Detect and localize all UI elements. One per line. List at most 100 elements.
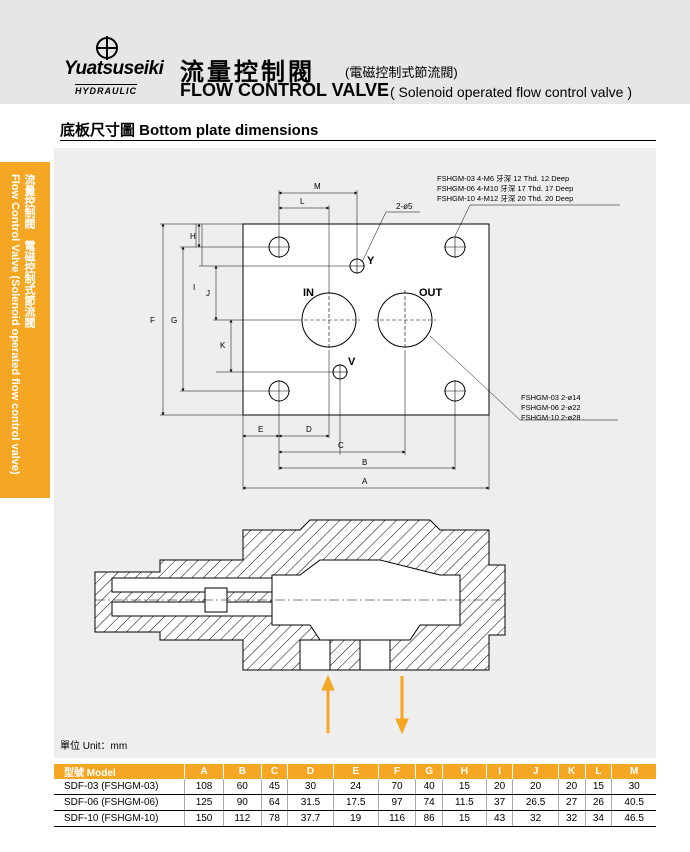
table-cell-H: 15: [442, 810, 487, 827]
table-cell-F: 70: [378, 779, 417, 795]
table-cell-I: 43: [486, 810, 514, 827]
column-header-model: 型號 Model: [54, 764, 185, 779]
table-cell-model: SDF-03 (FSHGM-03): [54, 779, 185, 795]
table-cell-H: 11.5: [442, 794, 487, 811]
header-band: [0, 0, 690, 104]
dim-H: H: [190, 232, 196, 241]
flow-arrows: [321, 674, 409, 735]
table-cell-K: 32: [558, 810, 586, 827]
table-cell-model: SDF-10 (FSHGM-10): [54, 810, 185, 827]
column-header-H: H: [442, 764, 487, 779]
table-cell-B: 90: [223, 794, 262, 811]
table-cell-J: 32: [512, 810, 559, 827]
dim-L: L: [300, 197, 305, 206]
dim-E: E: [258, 425, 263, 434]
pin-note: 2-ø5: [396, 202, 413, 211]
port-label-out: OUT: [419, 287, 443, 299]
dim-B: B: [362, 458, 367, 467]
table-cell-A: 125: [184, 794, 225, 811]
table-cell-L: 26: [585, 794, 613, 811]
table-cell-E: 19: [333, 810, 379, 827]
column-header-I: I: [486, 764, 514, 779]
dim-C: C: [338, 441, 344, 450]
table-cell-M: 46.5: [611, 810, 656, 827]
side-tab-zh: 流量控制閥 電磁控制式節流閥: [23, 174, 35, 328]
column-header-G: G: [415, 764, 444, 779]
brand-logo-icon: [96, 36, 118, 60]
table-cell-model: SDF-06 (FSHGM-06): [54, 794, 185, 811]
table-cell-F: 116: [378, 810, 417, 827]
title-zh-sub: (電磁控制式節流閥): [345, 65, 458, 80]
table-cell-E: 24: [333, 779, 379, 795]
table-cell-M: 40.5: [611, 794, 656, 811]
section-title: 底板尺寸圖 Bottom plate dimensions: [60, 122, 319, 139]
table-cell-C: 45: [261, 779, 289, 795]
table-cell-A: 150: [184, 810, 225, 827]
port-note-1: FSHGM-03 2-ø14: [521, 393, 581, 402]
title-en-sub: ( Solenoid operated flow control valve ): [390, 84, 633, 100]
column-header-M: M: [611, 764, 656, 779]
title-zh: 流量控制閥: [180, 59, 315, 86]
table-cell-A: 108: [184, 779, 225, 795]
port-label-Y: Y: [367, 255, 375, 267]
table-cell-M: 30: [611, 779, 656, 795]
table-cell-I: 37: [486, 794, 514, 811]
table-cell-L: 15: [585, 779, 613, 795]
brand-sub: HYDRAULIC: [75, 84, 137, 96]
thread-note-2: FSHGM-06 4-M10 牙深 17 Thd. 17 Deep: [437, 184, 573, 193]
thread-note-1: FSHGM-03 4-M6 牙深 12 Thd. 12 Deep: [437, 174, 569, 183]
table-cell-J: 26.5: [512, 794, 559, 811]
dim-J: J: [206, 289, 210, 298]
thread-note-3: FSHGM-10 4-M12 牙深 20 Thd. 20 Deep: [437, 194, 573, 203]
dim-K: K: [220, 341, 226, 350]
column-header-J: J: [512, 764, 559, 779]
table-cell-B: 112: [223, 810, 262, 827]
title-en: FLOW CONTROL VALVE: [180, 80, 389, 100]
column-header-A: A: [184, 764, 225, 779]
table-cell-E: 17.5: [333, 794, 379, 811]
side-tab-text: 流量控制閥 電磁控制式節流閥 Flow Control Valve (Solen…: [8, 174, 36, 475]
column-header-B: B: [223, 764, 262, 779]
dim-D: D: [306, 425, 312, 434]
dim-F: F: [150, 316, 155, 325]
dim-G: G: [171, 316, 177, 325]
table-cell-D: 30: [287, 779, 334, 795]
column-header-L: L: [585, 764, 613, 779]
table-cell-K: 27: [558, 794, 586, 811]
side-tab-en: Flow Control Valve (Solenoid operated fl…: [9, 174, 21, 475]
unit-note: 單位 Unit：mm: [60, 741, 128, 752]
column-header-E: E: [333, 764, 379, 779]
table-cell-C: 78: [261, 810, 289, 827]
table-cell-I: 20: [486, 779, 514, 795]
table-cell-D: 37.7: [287, 810, 334, 827]
table-cell-F: 97: [378, 794, 417, 811]
dim-A: A: [362, 477, 368, 486]
table-cell-K: 20: [558, 779, 586, 795]
table-cell-G: 40: [415, 779, 444, 795]
port-note-2: FSHGM-06 2-ø22: [521, 403, 581, 412]
table-cell-H: 15: [442, 779, 487, 795]
brand-name: Yuatsuseiki: [64, 58, 164, 79]
column-header-K: K: [558, 764, 586, 779]
port-label-V: V: [348, 356, 356, 368]
valve-cross-section: [94, 519, 506, 671]
section-rule: [60, 140, 656, 141]
table-cell-G: 86: [415, 810, 444, 827]
table-cell-C: 64: [261, 794, 289, 811]
column-header-F: F: [378, 764, 417, 779]
dim-I: I: [193, 283, 195, 292]
table-cell-G: 74: [415, 794, 444, 811]
table-cell-J: 20: [512, 779, 559, 795]
table-cell-B: 60: [223, 779, 262, 795]
port-label-in: IN: [303, 287, 314, 299]
table-cell-D: 31.5: [287, 794, 334, 811]
table-cell-L: 34: [585, 810, 613, 827]
side-tab: [0, 162, 50, 498]
